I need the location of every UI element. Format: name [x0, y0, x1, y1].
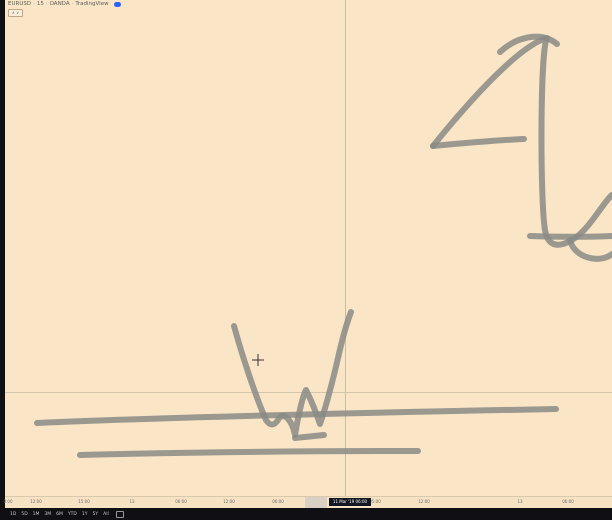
time-tick: 06:00: [562, 499, 574, 504]
time-tick: 12:00: [223, 499, 235, 504]
drawing-layer[interactable]: [0, 0, 612, 496]
live-badge: [113, 1, 121, 7]
range-button-5d[interactable]: 5D: [21, 511, 28, 517]
symbol-header[interactable]: EURUSD · 15 · OANDA · TradingView: [8, 1, 121, 7]
time-axis[interactable]: 0:00 12:00 15:00 13 06:00 12:00 06:00 05…: [3, 496, 612, 508]
time-tick: 06:00: [272, 499, 284, 504]
freehand-arrow-base[interactable]: [430, 136, 527, 149]
calendar-icon[interactable]: [115, 510, 124, 518]
time-axis-highlight: [305, 497, 327, 508]
symbol-name[interactable]: EURUSD: [8, 1, 32, 7]
range-button-all[interactable]: All: [103, 511, 109, 517]
crosshair-time-label: 11 Mar '19 06:00: [329, 498, 371, 506]
freehand-w-shape[interactable]: [231, 309, 354, 438]
freehand-loop-right[interactable]: [567, 237, 612, 262]
broker: OANDA: [49, 1, 70, 7]
platform-name: TradingView: [75, 1, 109, 7]
freehand-w-underline[interactable]: [292, 432, 327, 441]
bottom-toolbar: 1D 5D 1M 3M 6M YTD 1Y 5Y All: [0, 508, 612, 520]
separator: ·: [71, 1, 74, 7]
freehand-line-right[interactable]: [527, 233, 612, 240]
time-tick: 13: [129, 499, 135, 504]
time-tick: 12:00: [30, 499, 42, 504]
range-button-1y[interactable]: 1Y: [81, 511, 88, 517]
range-button-6m[interactable]: 6M: [56, 511, 63, 517]
separator: ·: [45, 1, 48, 7]
freehand-arrow-head[interactable]: [497, 33, 560, 55]
interval[interactable]: 15: [36, 1, 44, 7]
crosshair-cursor-icon: [252, 354, 264, 366]
separator: ·: [33, 1, 35, 7]
range-button-1m[interactable]: 1M: [32, 511, 40, 517]
time-tick: 0:00: [3, 499, 13, 504]
collapse-legend-button[interactable]: ∧ ∨: [8, 9, 23, 17]
range-button-5y[interactable]: 5Y: [92, 511, 99, 517]
time-tick: 15:00: [78, 499, 90, 504]
range-button-ytd[interactable]: YTD: [67, 511, 77, 517]
crosshair-vertical-line: [345, 0, 346, 496]
time-tick: 12:00: [418, 499, 430, 504]
time-tick: 06:00: [175, 499, 187, 504]
left-panel-edge: [0, 0, 5, 520]
range-button-3m[interactable]: 3M: [44, 511, 52, 517]
range-button-1d[interactable]: 1D: [10, 511, 17, 517]
freehand-line-lower[interactable]: [77, 448, 421, 458]
time-tick: 13: [517, 499, 523, 504]
time-tick: 05:00: [369, 499, 381, 504]
